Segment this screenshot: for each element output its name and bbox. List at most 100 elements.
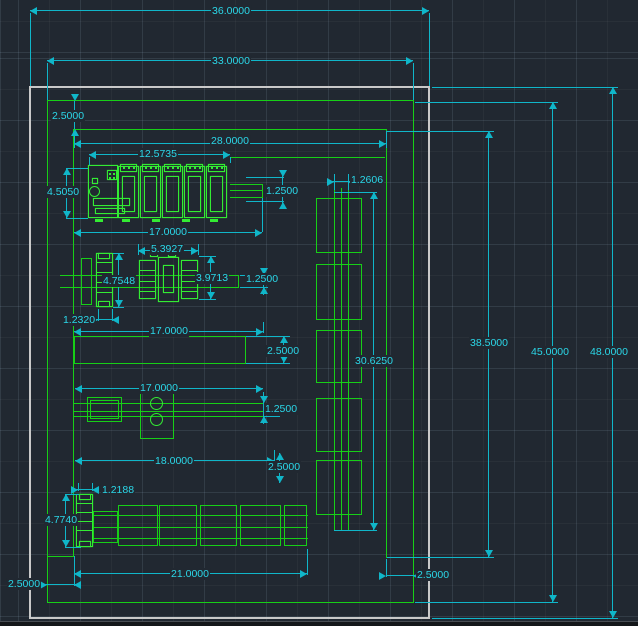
station-box-inner[interactable] (90, 400, 119, 419)
dim-label-d1-2606[interactable]: 1.2606 (349, 174, 385, 186)
pallet-square[interactable] (316, 198, 362, 253)
dim-label-d4-7548[interactable]: 4.7548 (101, 275, 137, 287)
geometry-line[interactable] (182, 219, 190, 222)
geometry-line[interactable] (140, 270, 155, 271)
dim-extension-line[interactable] (432, 618, 618, 619)
geometry-line[interactable] (77, 521, 92, 522)
dim-extension-line[interactable] (264, 416, 280, 417)
base-bar[interactable] (93, 198, 130, 206)
side-rack[interactable] (81, 258, 92, 305)
geometry-line[interactable] (77, 503, 92, 504)
dim-extension-line[interactable] (387, 557, 494, 558)
punch-hole[interactable] (150, 413, 163, 426)
geometry-line[interactable] (140, 281, 155, 282)
dim-label-d45[interactable]: 45.0000 (530, 346, 570, 358)
control-unit[interactable] (88, 165, 118, 218)
dim-extension-line[interactable] (334, 174, 335, 190)
geometry-line[interactable] (230, 184, 263, 185)
geometry-line[interactable] (348, 188, 349, 531)
dim-extension-line[interactable] (307, 549, 308, 575)
dim-extension-line[interactable] (246, 177, 284, 178)
dim-extension-line[interactable] (98, 309, 99, 321)
dim-label-d1-2188[interactable]: 1.2188 (100, 484, 136, 496)
pallet-square[interactable] (118, 505, 158, 546)
dim-label-d2-5-r3[interactable]: 2.5000 (265, 345, 301, 357)
plc-module[interactable] (118, 166, 139, 218)
dim-label-d30-625[interactable]: 30.6250 (354, 355, 394, 367)
dim-extension-line[interactable] (413, 63, 414, 100)
plc-module[interactable] (140, 166, 161, 218)
dim-extension-line[interactable] (334, 192, 377, 193)
plc-module-cap[interactable] (142, 164, 159, 172)
dim-extension-line[interactable] (66, 218, 88, 219)
geometry-line[interactable] (97, 292, 112, 293)
feeder-machine[interactable] (76, 494, 93, 547)
dim-label-d38-5[interactable]: 38.5000 (469, 337, 509, 349)
geometry-line[interactable] (182, 270, 197, 271)
plc-module-face[interactable] (210, 176, 223, 212)
plc-module-cap[interactable] (186, 164, 203, 172)
machine-foot[interactable] (98, 301, 110, 307)
geometry-line[interactable] (60, 287, 239, 288)
indicator-circle[interactable] (89, 186, 100, 197)
dim-extension-line[interactable] (199, 299, 216, 300)
dim-label-d2-5-br[interactable]: 2.5000 (415, 569, 451, 581)
dim-line-d1-2606[interactable] (328, 181, 354, 182)
dim-label-d4-7740[interactable]: 4.7740 (43, 514, 79, 526)
geometry-line[interactable] (230, 197, 263, 198)
dim-extension-line[interactable] (198, 244, 199, 255)
plc-module-face[interactable] (144, 176, 157, 212)
dim-extension-line[interactable] (246, 363, 290, 364)
dim-line-d1-2188[interactable] (74, 489, 98, 490)
dim-extension-line[interactable] (30, 13, 31, 86)
dim-line-d2-5-bl[interactable] (40, 584, 80, 585)
pallet-square[interactable] (316, 398, 362, 452)
dim-label-d48[interactable]: 48.0000 (589, 346, 629, 358)
plc-module[interactable] (184, 166, 205, 218)
dim-extension-line[interactable] (415, 102, 558, 103)
machine-cap[interactable] (79, 494, 91, 500)
dim-line-d2-5-br[interactable] (386, 575, 417, 576)
dim-label-d36[interactable]: 36.0000 (211, 5, 251, 17)
pallet-square[interactable] (159, 505, 197, 546)
plc-module-face[interactable] (122, 176, 135, 212)
dim-label-d1-25-r2[interactable]: 1.2500 (244, 273, 280, 285)
geometry-line[interactable] (97, 262, 112, 263)
dim-label-d33[interactable]: 33.0000 (211, 55, 251, 67)
plc-module-cap[interactable] (164, 164, 181, 172)
geometry-line[interactable] (386, 129, 387, 558)
keypad[interactable] (107, 170, 117, 180)
pallet-square[interactable] (200, 505, 237, 546)
robot-core[interactable] (163, 265, 174, 293)
plc-module-cap[interactable] (120, 164, 137, 172)
geometry-line[interactable] (95, 219, 103, 222)
dim-extension-line[interactable] (112, 309, 113, 321)
dim-label-d4-5050[interactable]: 4.5050 (45, 186, 81, 198)
dim-extension-line[interactable] (113, 307, 124, 308)
geometry-line[interactable] (230, 190, 263, 191)
geometry-line[interactable] (182, 291, 197, 292)
punch-hole[interactable] (150, 397, 163, 410)
plc-module-cap[interactable] (208, 164, 225, 172)
dim-extension-line[interactable] (74, 131, 75, 148)
pallet-square[interactable] (284, 505, 307, 546)
dim-label-d12-5735[interactable]: 12.5735 (138, 148, 178, 160)
plc-module-face[interactable] (188, 176, 201, 212)
dim-label-d5-3927[interactable]: 5.3927 (149, 243, 185, 255)
dim-extension-line[interactable] (263, 322, 264, 333)
dim-label-d17-r2[interactable]: 17.0000 (149, 325, 189, 337)
dim-extension-line[interactable] (230, 157, 231, 163)
geometry-line[interactable] (77, 530, 92, 531)
geometry-line[interactable] (77, 512, 92, 513)
dim-label-d17-r3[interactable]: 17.0000 (139, 382, 179, 394)
dim-extension-line[interactable] (89, 157, 90, 165)
pallet-square[interactable] (316, 264, 362, 320)
plc-module[interactable] (162, 166, 183, 218)
conveyor-connector[interactable] (93, 511, 118, 543)
dim-extension-line[interactable] (66, 168, 88, 169)
dim-extension-line[interactable] (262, 198, 263, 232)
plc-module-face[interactable] (166, 176, 179, 212)
dim-line-d1-25-r4[interactable] (263, 396, 264, 424)
dim-label-d1-25-r1[interactable]: 1.2500 (264, 185, 300, 197)
